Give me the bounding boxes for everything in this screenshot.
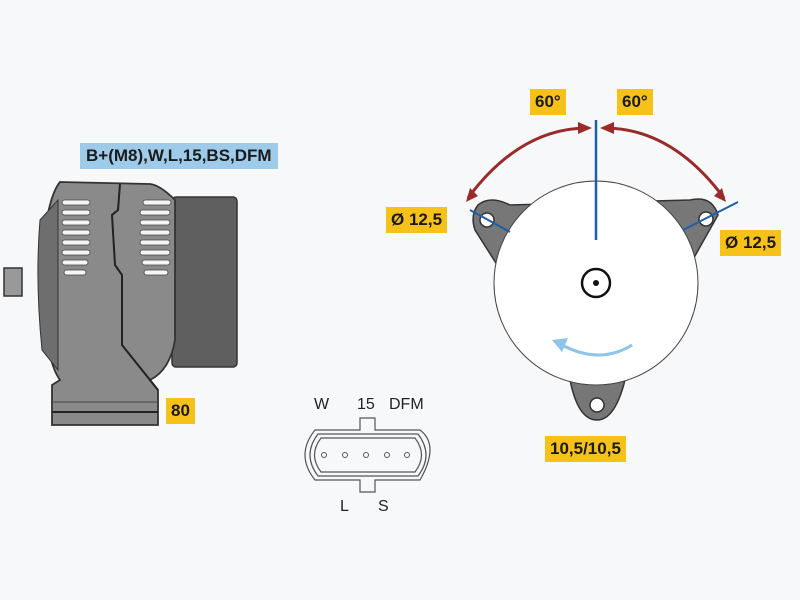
cooling-slots <box>61 199 172 276</box>
angle-left-label: 60° <box>530 89 566 115</box>
pin-label-s: S <box>378 498 389 515</box>
alternator-front-view <box>466 120 739 421</box>
hole-left-label: Ø 12,5 <box>386 207 448 233</box>
rotation-arrow <box>561 343 633 357</box>
terminals-label: B+(M8),W,L,15,BS,DFM <box>80 143 278 169</box>
alternator-side-view <box>3 181 238 426</box>
right-axis <box>682 201 739 231</box>
pin-label-15: 15 <box>357 396 375 413</box>
pin-label-dfm: DFM <box>389 396 424 413</box>
angle-right-label: 60° <box>617 89 653 115</box>
housing <box>39 181 176 426</box>
hole-right-label: Ø 12,5 <box>720 230 782 256</box>
bottom-hole-label: 10,5/10,5 <box>545 436 626 462</box>
angle-arc-left <box>466 126 589 199</box>
connector-diagram <box>304 417 431 493</box>
pin-label-l: L <box>340 498 349 515</box>
shaft-stub <box>3 267 23 297</box>
left-axis <box>469 209 511 233</box>
angle-arc-right <box>603 126 726 199</box>
rear-cover <box>171 196 238 368</box>
mount-hole-bottom <box>589 397 605 413</box>
pin-label-w: W <box>314 396 330 413</box>
length-label: 80 <box>166 398 195 424</box>
